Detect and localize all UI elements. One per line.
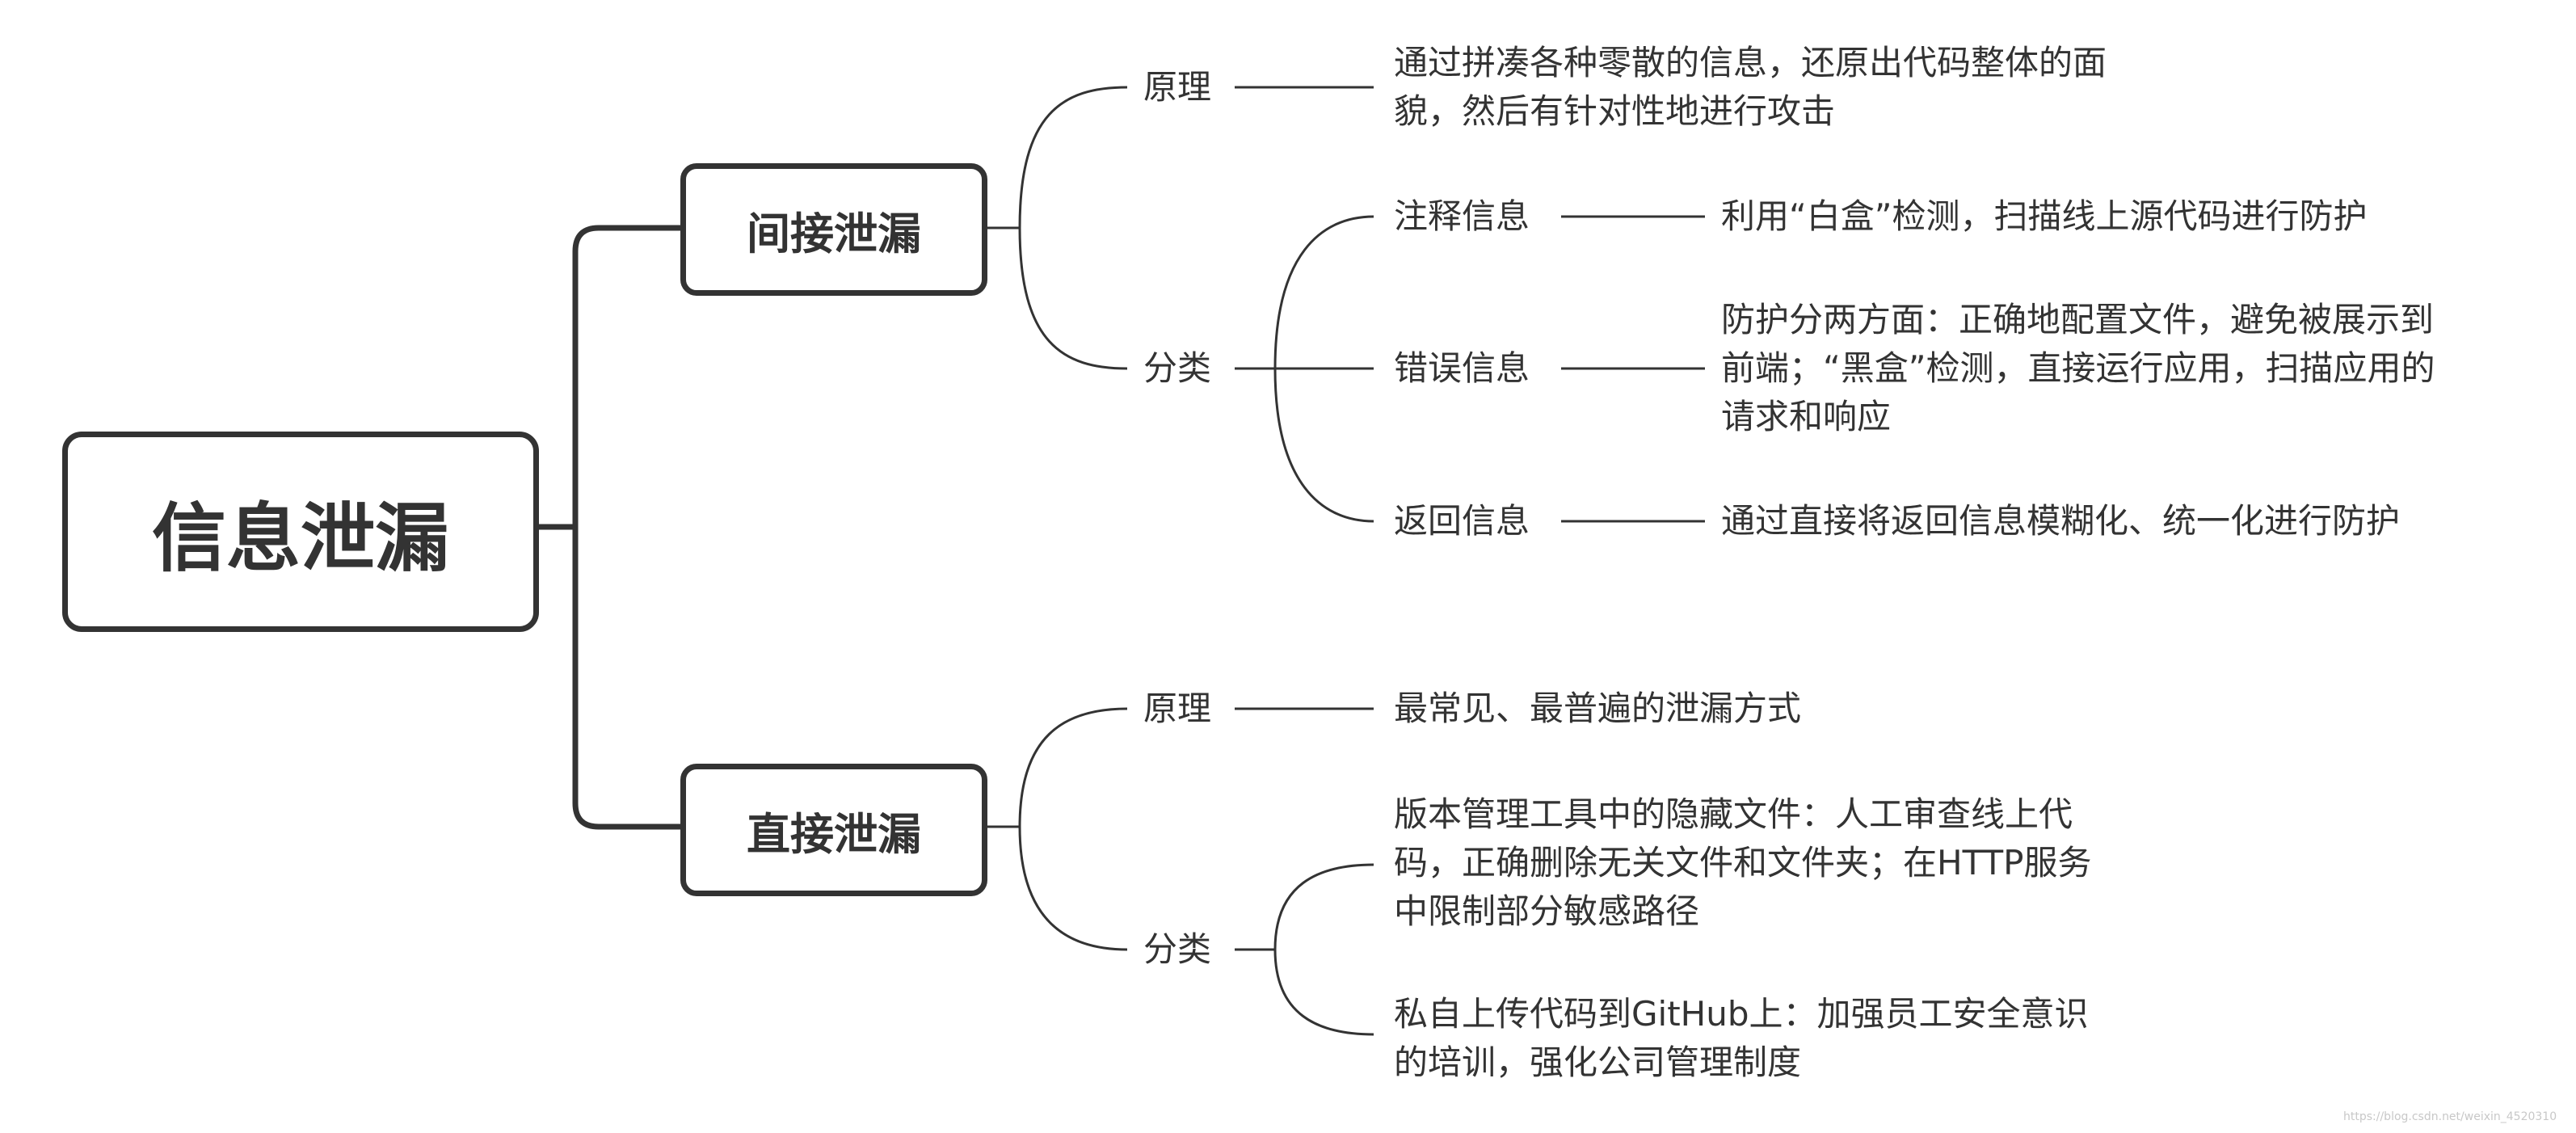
- text-line: 利用“白盒”检测，扫描线上源代码进行防护: [1721, 196, 2368, 236]
- direct-principle-node: 原理: [1143, 689, 1212, 728]
- root-node-label: 信息泄漏: [151, 495, 449, 582]
- branch-node-indirect: 间接泄漏: [680, 163, 987, 296]
- root-node: 信息泄漏: [62, 432, 539, 632]
- connector-indirect-to-principle: [987, 86, 1128, 230]
- text-line: 的培训，强化公司管理制度: [1394, 1042, 1802, 1082]
- text-line: 请求和响应: [1721, 397, 1892, 436]
- return-info-text: 通过直接将返回信息模糊化、统一化进行防护: [1721, 497, 2400, 545]
- text-line: 最常见、最普遍的泄漏方式: [1394, 689, 1802, 728]
- text-line: 通过拼凑各种零散的信息，还原出代码整体的面: [1394, 43, 2107, 82]
- indirect-principle-text: 通过拼凑各种零散的信息，还原出代码整体的面 貌，然后有针对性地进行攻击: [1394, 39, 2107, 136]
- text-line: 貌，然后有针对性地进行攻击: [1394, 91, 1836, 131]
- watermark: https://blog.csdn.net/weixin_4520310: [2343, 1110, 2557, 1123]
- return-info-node: 返回信息: [1394, 501, 1530, 541]
- vcs-hidden-files-text: 版本管理工具中的隐藏文件：人工审查线上代 码，正确删除无关文件和文件夹；在HTT…: [1394, 790, 2091, 936]
- connector-direct-to-github: [1273, 949, 1374, 1036]
- connector-category-to-comment: [1273, 215, 1374, 369]
- connector-direct-to-category: [1018, 826, 1128, 951]
- error-info-node: 错误信息: [1394, 348, 1530, 388]
- text-line: 前端；“黑盒”检测，直接运行应用，扫描应用的: [1721, 348, 2435, 388]
- branch-node-label: 直接泄漏: [747, 808, 921, 860]
- comment-info-node: 注释信息: [1394, 196, 1530, 236]
- connector-root-trunk: [572, 225, 600, 830]
- branch-node-label: 间接泄漏: [747, 208, 921, 259]
- branch-node-direct: 直接泄漏: [680, 764, 987, 896]
- connector-direct-to-vcs: [1273, 863, 1374, 950]
- connector-direct-to-principle: [987, 707, 1128, 828]
- connector-indirect-to-category: [1018, 227, 1128, 370]
- github-upload-text: 私自上传代码到GitHub上：加强员工安全意识 的培训，强化公司管理制度: [1394, 990, 2089, 1087]
- text-line: 版本管理工具中的隐藏文件：人工审查线上代: [1394, 794, 2073, 834]
- text-line: 通过直接将返回信息模糊化、统一化进行防护: [1721, 501, 2401, 541]
- connector-category-to-return: [1273, 368, 1374, 523]
- error-info-text: 防护分两方面：正确地配置文件，避免被展示到 前端；“黑盒”检测，直接运行应用，扫…: [1721, 296, 2435, 441]
- indirect-category-node: 分类: [1143, 348, 1212, 388]
- direct-principle-text: 最常见、最普遍的泄漏方式: [1394, 684, 1801, 733]
- text-line: 防护分两方面：正确地配置文件，避免被展示到: [1721, 300, 2435, 339]
- comment-info-text: 利用“白盒”检测，扫描线上源代码进行防护: [1721, 192, 2368, 241]
- text-line: 码，正确删除无关文件和文件夹；在HTTP服务: [1394, 843, 2092, 882]
- indirect-principle-node: 原理: [1143, 67, 1212, 107]
- text-line: 中限制部分敏感路径: [1394, 891, 1700, 931]
- text-line: 私自上传代码到GitHub上：加强员工安全意识: [1394, 994, 2089, 1034]
- direct-category-node: 分类: [1143, 929, 1212, 969]
